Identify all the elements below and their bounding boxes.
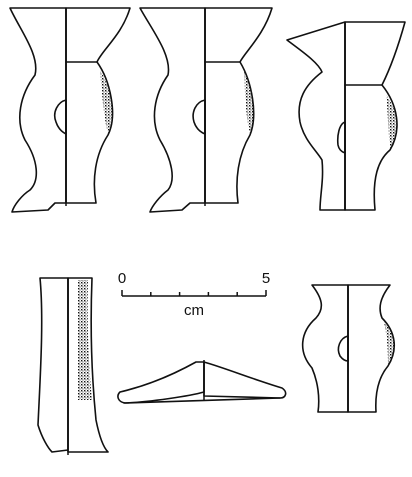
exterior-dense-stipple bbox=[384, 322, 395, 364]
goblet-fragment-3 bbox=[286, 21, 406, 211]
exterior-stippled bbox=[67, 277, 109, 453]
scale-bar: 0 5 cm bbox=[118, 270, 270, 319]
section-hatched bbox=[117, 361, 205, 404]
exterior-dense-stipple bbox=[78, 280, 92, 400]
exterior-dense-stipple bbox=[244, 70, 254, 133]
hollow-stem-void bbox=[53, 99, 67, 135]
section-hatched bbox=[301, 284, 349, 413]
stem-fragment bbox=[37, 277, 109, 455]
hollow-stem-void bbox=[192, 99, 206, 135]
section-hatched bbox=[9, 7, 67, 213]
section-hatched bbox=[37, 277, 69, 453]
foot-fragment bbox=[117, 360, 287, 404]
scale-start-label: 0 bbox=[118, 270, 126, 287]
goblet-fragment-1 bbox=[9, 7, 131, 213]
exterior-stippled bbox=[65, 7, 131, 204]
exterior-dense-stipple bbox=[100, 70, 112, 133]
hollow-stem-void bbox=[337, 335, 349, 362]
exterior-stippled bbox=[204, 7, 273, 204]
section-hatched bbox=[139, 7, 206, 213]
scale-unit-label: cm bbox=[184, 302, 204, 319]
base-line bbox=[123, 397, 281, 404]
exterior-dense-stipple bbox=[386, 95, 397, 148]
exterior-stippled bbox=[344, 21, 406, 211]
exterior-stippled bbox=[347, 284, 395, 413]
section-hatched bbox=[286, 21, 346, 211]
exterior-stippled bbox=[203, 361, 287, 399]
hollow-stem-void bbox=[336, 121, 346, 154]
goblet-fragment-2 bbox=[139, 7, 273, 213]
knop-fragment bbox=[301, 284, 395, 413]
scale-end-label: 5 bbox=[262, 270, 270, 287]
